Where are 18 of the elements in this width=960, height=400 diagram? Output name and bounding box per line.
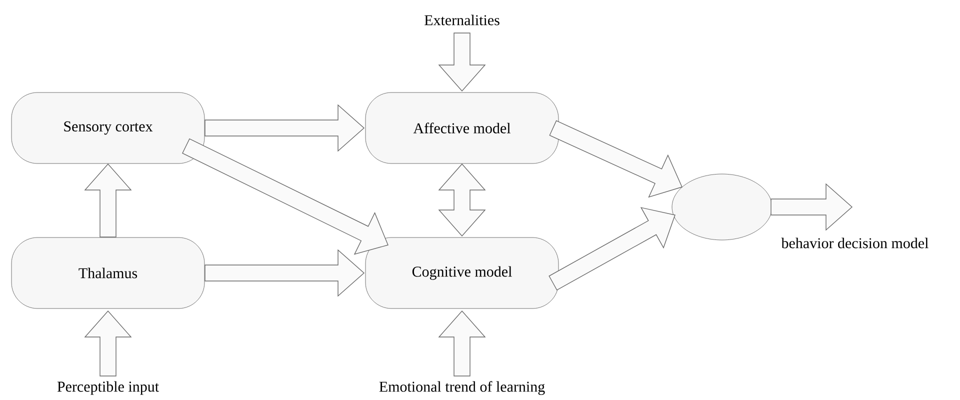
- block-arrow: [549, 120, 682, 198]
- rounded-box: Affective model: [365, 92, 559, 164]
- block-arrow: [438, 32, 486, 92]
- block-arrow: [548, 207, 676, 290]
- rounded-box: Thalamus: [11, 237, 205, 309]
- block-arrow: [84, 163, 132, 238]
- input-label: Perceptible input: [57, 381, 159, 395]
- block-arrow: [182, 138, 388, 255]
- input-label: Emotional trend of learning: [379, 381, 545, 395]
- node-caption: behavior decision model: [781, 238, 928, 248]
- block-arrow: [438, 310, 486, 376]
- block-arrow: [84, 310, 132, 376]
- block-arrow: [204, 249, 365, 297]
- input-label: Externalities: [424, 14, 500, 26]
- rounded-box: Cognitive model: [365, 237, 559, 309]
- rounded-box: Sensory cortex: [11, 92, 205, 164]
- block-arrow: [770, 183, 853, 231]
- block-arrow: [204, 104, 365, 152]
